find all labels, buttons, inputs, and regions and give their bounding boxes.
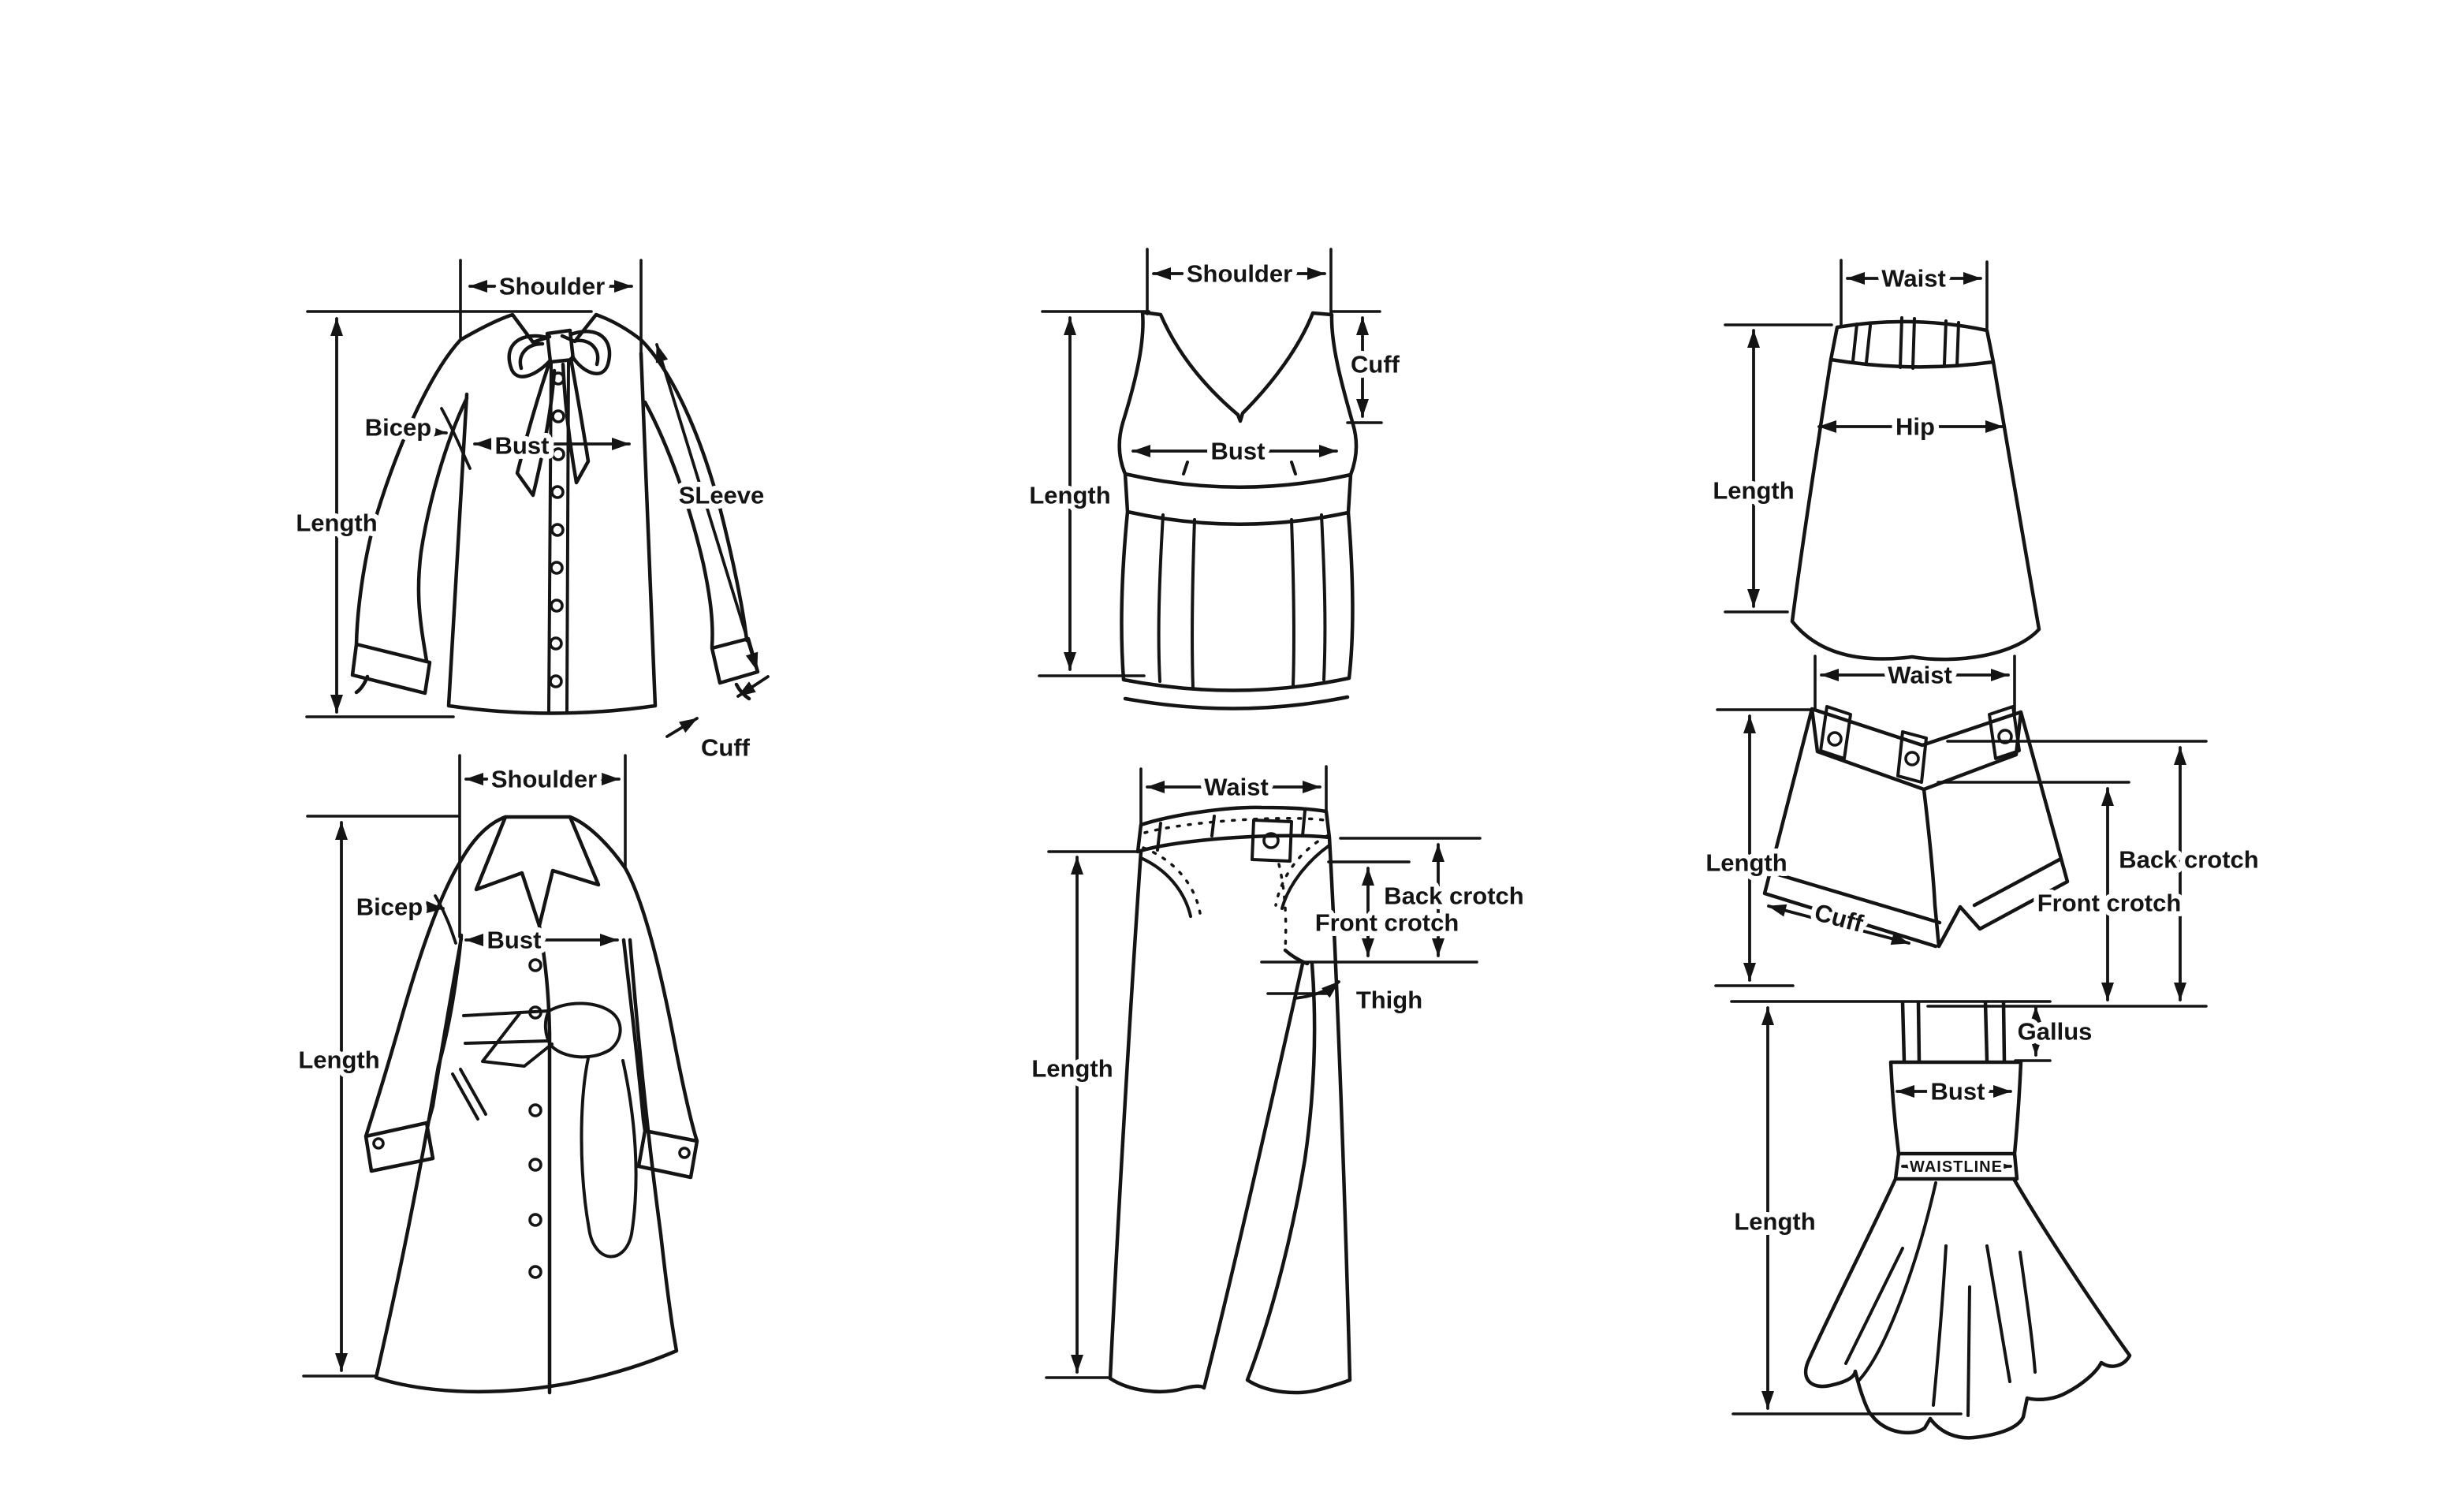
button-dot: [678, 1147, 691, 1159]
skirt-reference-lines: [1724, 259, 1989, 614]
coat-bicep-arc: [434, 894, 457, 945]
pants-label-length: Length: [1031, 1055, 1113, 1083]
button-dot: [551, 409, 565, 423]
button-dot: [1904, 751, 1920, 766]
button-dot: [372, 1137, 385, 1150]
diagram-tank-top: Shoulder Cuff Bust Length: [1024, 248, 1405, 710]
diagram-pants: Waist Back crotch Front crotch Thigh Len…: [1027, 765, 1529, 1395]
blouse-bicep-arc: [440, 407, 472, 470]
shorts-outline: [1762, 707, 2070, 949]
skirt-belt-loops: [1851, 316, 1960, 370]
shorts-tab-buttons: [1827, 729, 2013, 766]
diagram-shorts: Waist Length Back crotch Front crotch Cu…: [1701, 655, 2264, 1008]
dress-label-waistline: WAISTLINE: [1910, 1158, 2003, 1176]
coat-label-shoulder: Shoulder: [491, 766, 597, 793]
pants-label-front-crotch: Front crotch: [1315, 909, 1459, 937]
blouse-dim-cuff-arrow-right: [736, 675, 770, 698]
shorts-belt-tabs: [1819, 705, 2021, 784]
blouse-dim-cuff-arrow-left: [665, 717, 699, 738]
pants-label-waist: Waist: [1204, 774, 1269, 801]
pants-label-thigh: Thigh: [1356, 986, 1422, 1014]
coat-label-bicep: Bicep: [356, 893, 423, 921]
dress-label-gallus: Gallus: [2018, 1018, 2093, 1046]
button-dot: [528, 1005, 542, 1020]
coat-belt-and-pocket: [451, 1001, 638, 1259]
blouse-placket: [547, 360, 570, 714]
blouse-label-cuff: Cuff: [701, 734, 751, 762]
button-dot: [528, 1103, 542, 1117]
button-dot: [1827, 731, 1843, 747]
coat-reference-lines: [302, 754, 627, 1378]
blouse-buttons: [549, 371, 565, 688]
skirt-label-hip: Hip: [1896, 413, 1935, 441]
coat-outline: [363, 815, 699, 1395]
tank-top-seams: [1157, 461, 1327, 689]
button-dot: [549, 674, 563, 688]
shorts-label-front-crotch: Front crotch: [2037, 889, 2182, 917]
pants-reference-lines: [1045, 765, 1482, 1379]
shorts-label-cuff: Cuff: [1812, 898, 1867, 938]
tank-top-label-shoulder: Shoulder: [1187, 260, 1292, 288]
coat-buttons: [372, 958, 691, 1279]
tank-top-label-bust: Bust: [1211, 438, 1266, 465]
shorts-label-length: Length: [1705, 849, 1787, 877]
diagram-blouse: Shoulder Bicep Bust Length SLeeve Cuff: [291, 259, 770, 766]
shorts-dim-cuff-arrow: [1767, 904, 1910, 945]
blouse-label-shoulder: Shoulder: [499, 273, 605, 300]
dress-skirt-folds: [1844, 1181, 2037, 1417]
pants-outline: [1108, 805, 1352, 1395]
pants-pockets-and-belt: [1139, 809, 1331, 918]
button-dot: [528, 1158, 542, 1172]
dress-label-length: Length: [1734, 1208, 1815, 1236]
blouse-label-bust: Bust: [495, 432, 550, 460]
blouse-dim-bicep-arrow: [423, 425, 448, 438]
blouse-label-length: Length: [296, 509, 377, 537]
button-dot: [550, 485, 565, 499]
blouse-label-sleeve: SLeeve: [679, 482, 765, 509]
shorts-reference-lines: [1714, 655, 2208, 1008]
blouse-reference-lines: [305, 259, 643, 718]
tank-top-outline: [1117, 310, 1359, 710]
shorts-label-waist: Waist: [1888, 662, 1952, 689]
skirt-label-length: Length: [1713, 477, 1794, 505]
diagram-skirt: Waist Hip Length: [1708, 259, 2041, 662]
tank-top-reference-lines: [1038, 248, 1383, 677]
diagram-coat: Shoulder Bicep Bust Length: [293, 754, 699, 1395]
pants-dim-thigh-arrow: [1293, 980, 1340, 1000]
button-dot: [551, 447, 565, 461]
coat-label-length: Length: [298, 1046, 379, 1074]
skirt-outline: [1790, 319, 2041, 662]
shorts-label-back-crotch: Back crotch: [2119, 846, 2258, 874]
tank-top-label-cuff: Cuff: [1351, 351, 1400, 379]
blouse-label-bicep: Bicep: [365, 414, 431, 442]
diagram-dress: Gallus Bust WAISTLINE Length: [1729, 1000, 2132, 1440]
pants-label-back-crotch: Back crotch: [1384, 882, 1523, 910]
coat-dim-bicep-arrow: [419, 901, 445, 914]
button-dot: [528, 1213, 542, 1227]
button-dot: [550, 523, 565, 537]
dress-outline: [1803, 1000, 2132, 1440]
button-dot: [1997, 729, 2013, 744]
button-dot: [528, 1265, 542, 1279]
tank-top-label-length: Length: [1029, 482, 1110, 509]
button-dot: [550, 561, 564, 575]
belt-buckle-dot: [1262, 832, 1280, 849]
button-dot: [549, 636, 563, 651]
button-dot: [528, 958, 542, 972]
button-dot: [551, 371, 565, 386]
coat-label-bust: Bust: [487, 927, 542, 954]
skirt-label-waist: Waist: [1881, 265, 1946, 293]
blouse-dim-sleeve-arrow: [655, 343, 759, 672]
dress-label-bust: Bust: [1931, 1078, 1985, 1106]
button-dot: [550, 599, 564, 613]
dress-reference-lines: [1730, 1000, 2052, 1415]
